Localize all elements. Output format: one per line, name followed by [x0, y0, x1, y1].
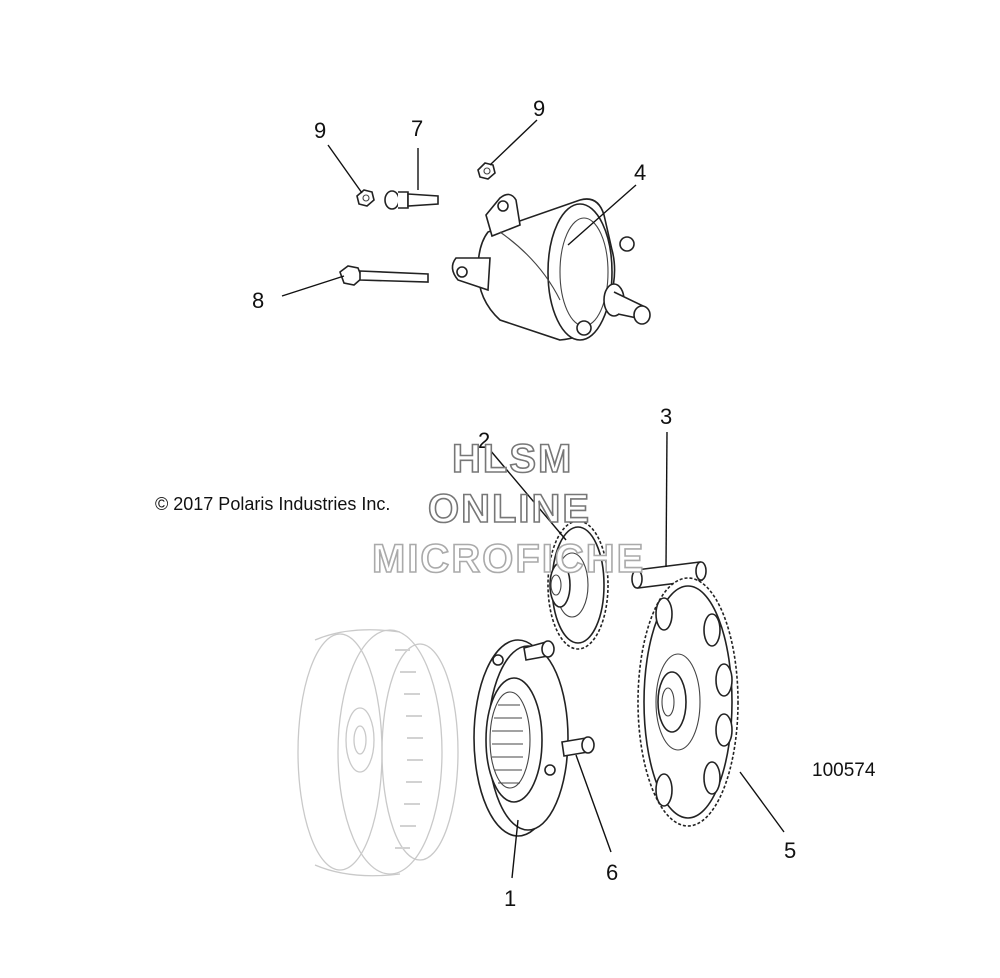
screw-6-upper: [523, 640, 555, 661]
callout-2: 2: [478, 428, 490, 453]
callout-3: 3: [660, 404, 672, 429]
callout-7: 7: [411, 116, 423, 141]
callout-4: 4: [634, 160, 646, 185]
watermark-line-3: MICROFICHE: [372, 537, 645, 581]
starter-clutch: [473, 639, 569, 837]
starter-motor: [451, 193, 651, 341]
nut-9-right: [477, 162, 496, 180]
diagram-id: 100574: [812, 760, 876, 781]
copyright-text: © 2017 Polaris Industries Inc.: [155, 494, 390, 514]
callout-6: 6: [606, 860, 618, 885]
callout-9-right: 9: [533, 96, 545, 121]
starter-driven-gear: [637, 577, 739, 827]
leader-lines: [281, 119, 785, 879]
watermark-line-2: ONLINE: [428, 487, 591, 531]
bolt-8: [339, 265, 429, 286]
flywheel-ghost: [297, 629, 459, 877]
callout-1: 1: [504, 886, 516, 911]
bolt-7: [384, 190, 439, 210]
idler-gear: [547, 520, 609, 650]
callout-8: 8: [252, 288, 264, 313]
callout-9-left: 9: [314, 118, 326, 143]
nut-9-left: [356, 189, 375, 207]
watermark-line-1: HLSM: [452, 437, 573, 481]
callout-5: 5: [784, 838, 796, 863]
screw-6-lower: [561, 736, 595, 757]
